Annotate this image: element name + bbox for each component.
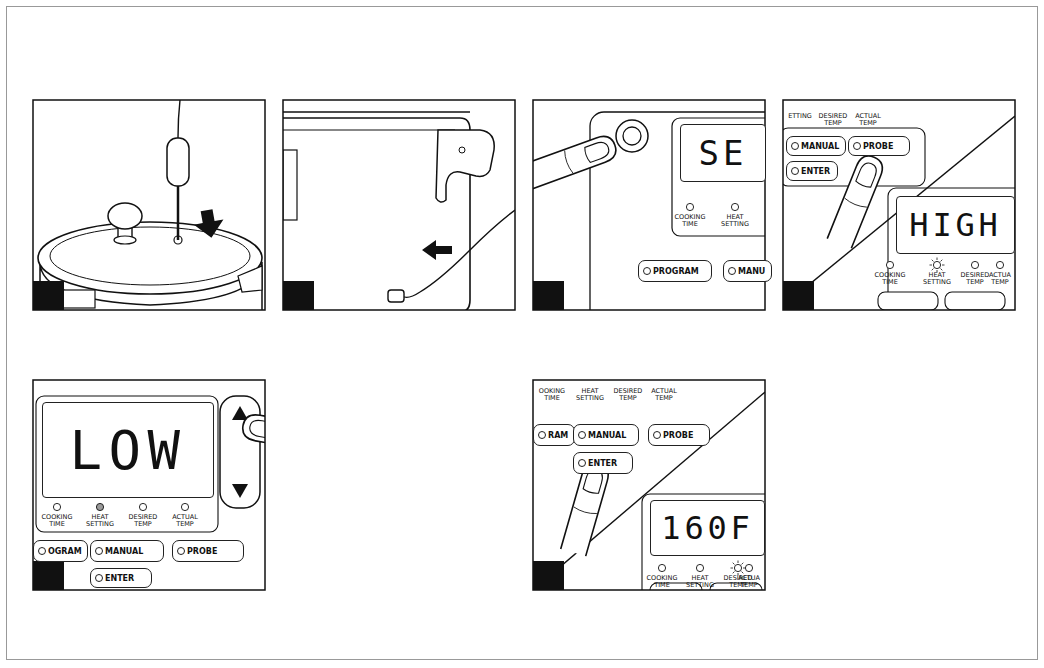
lcd-display: LOW [42,402,214,498]
indicator-light [996,261,1003,268]
indicator-light [139,503,146,510]
control-button: MANUAL [786,136,846,156]
control-button: MANUAL [90,540,164,562]
control-button: PROBE [172,540,244,562]
indicator-label: DESIRED TEMP [816,113,850,127]
glow-ray [742,563,744,565]
indicator-label: DESIRED TEMP [958,272,992,286]
indicator-label: ACTUAL TEMP [851,113,885,127]
lcd-display: 160F [650,500,765,556]
indicator-light [745,564,752,571]
indicator-light [971,261,978,268]
button-text: PROBE [663,431,693,440]
control-button: ENTER [786,161,838,181]
page-frame [7,7,1038,660]
control-button: MANU [723,260,772,282]
glow-ray [733,572,735,574]
button-text: PROBE [187,547,217,556]
button-text: 160F [661,509,753,547]
glow-ray [738,561,739,564]
indicator-label: COOKING TIME [645,575,679,589]
button-text: MANUAL [588,431,626,440]
button-text: HIGH [909,206,1001,244]
glow-ray [733,563,735,565]
button-text: MANU [738,267,765,276]
indicator-label: DESIRED TEMP [126,514,160,528]
indicator-light [181,503,188,510]
button-text: MANUAL [801,142,839,151]
glow-ray [937,258,938,261]
button-text: ENTER [105,574,134,583]
indicator-label: HEAT SETTING [573,388,607,402]
indicator-light [886,261,893,268]
button-text: ENTER [801,167,830,176]
glow-ray [941,269,943,271]
probe-button-figure [783,116,1015,310]
indicator-label: HEAT SETTING [83,514,117,528]
control-button: PROBE [648,424,710,446]
control-button: ENTER [90,568,152,588]
indicator-light [696,564,703,571]
step-marker [33,281,814,590]
glow-ray [930,265,933,266]
indicator-light [96,503,103,510]
button-text: PROBE [863,142,893,151]
power-button-figure [533,112,765,310]
lcd-display: HIGH [896,196,1015,254]
control-button: OGRAM [33,540,88,562]
indicator-label: COOKING TIME [40,514,74,528]
panel-frame [33,100,1015,590]
indicator-label: COOKING TIME [673,214,707,228]
indicator-label: HEAT SETTING [683,575,717,589]
glow-ray [932,269,934,271]
indicator-light [658,564,665,571]
control-button: PROGRAM [638,260,712,282]
control-button: RAM [533,424,575,446]
indicator-label: DESIRED TEMP [611,388,645,402]
enter-button-figure [533,392,765,590]
indicator-label: ACTUA TEMP [732,575,766,589]
button-text: OGRAM [48,547,82,556]
indicator-lights [53,203,1003,575]
lid-probe-figure [38,100,262,310]
control-button: PROBE [848,136,910,156]
indicator-label: ACTUAL TEMP [647,388,681,402]
glow-ray [742,572,744,574]
indicator-label: HEAT SETTING [920,272,954,286]
glow-ray [942,265,945,266]
lcd-display: SE [680,124,766,182]
jack-plug-figure [283,112,515,310]
indicator-label: ETTING [783,113,817,120]
indicator-light [53,503,60,510]
indicator-label: COOKING TIME [873,272,907,286]
indicator-label: OOKING TIME [535,388,569,402]
button-text: MANUAL [105,547,143,556]
indicator-light [686,203,693,210]
rocker-figure [36,396,265,532]
indicator-label: HEAT SETTING [718,214,752,228]
indicator-light [731,203,738,210]
control-button: MANUAL [573,424,639,446]
button-text: RAM [548,431,568,440]
glow-ray [932,260,934,262]
button-text: ENTER [588,459,617,468]
glow-ray [941,260,943,262]
glow-ray [731,568,734,569]
button-text: PROGRAM [653,267,699,276]
button-text: SE [698,133,747,173]
indicator-light [933,261,940,268]
indicator-light [734,564,741,571]
indicator-label: ACTUA TEMP [983,272,1017,286]
control-button: ENTER [573,452,633,474]
indicator-label: ACTUAL TEMP [168,514,202,528]
button-text: LOW [70,419,187,482]
